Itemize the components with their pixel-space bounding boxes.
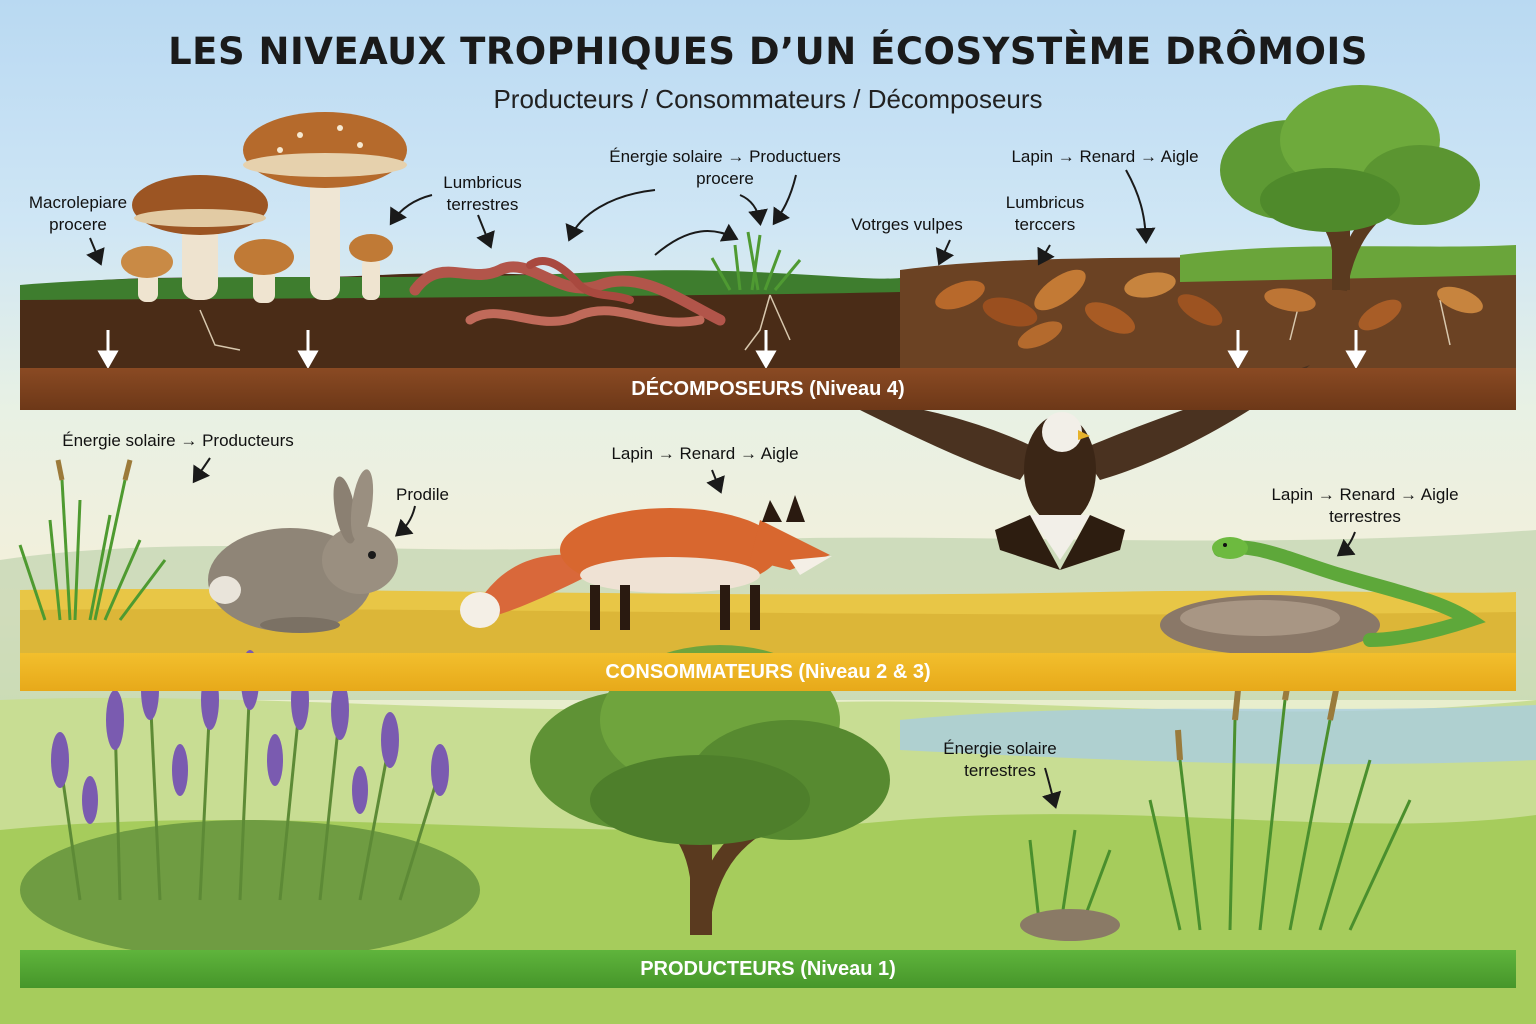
grass-clump-left xyxy=(18,459,167,621)
label-prodile: Prodile xyxy=(396,485,449,504)
label-vulpes: Votrges vulpes xyxy=(851,215,963,234)
tall-grass-right xyxy=(1028,669,1412,931)
mushrooms xyxy=(121,112,407,303)
diagram-title: LES NIVEAUX TROPHIQUES D’UN ÉCOSYSTÈME D… xyxy=(168,30,1368,73)
label-chain-consumers-1: Lapin → Renard → Aigle xyxy=(611,444,799,463)
decomposers-band: DÉCOMPOSEURS (Niveau 4) xyxy=(20,368,1516,410)
leaf-litter xyxy=(935,269,1483,349)
grass-tuft-soil xyxy=(710,231,802,291)
fox-illustration xyxy=(460,495,832,630)
down-arrows xyxy=(97,330,1367,370)
diagram-subtitle: Producteurs / Consommateurs / Décomposeu… xyxy=(493,84,1043,114)
rabbit-illustration xyxy=(208,469,398,633)
producers-band: PRODUCTEURS (Niveau 1) xyxy=(20,950,1516,988)
rock-bottom xyxy=(1020,909,1120,941)
label-energy-consumers: Énergie solaire → Producteurs xyxy=(62,431,294,450)
annotation-arrows xyxy=(86,169,1356,809)
lizard-on-rock xyxy=(1160,537,1486,655)
meadow-ground xyxy=(20,588,1516,653)
consumers-band: CONSOMMATEURS (Niveau 2 & 3) xyxy=(20,653,1516,691)
earthworms xyxy=(409,257,726,327)
label-chain-decomp: Lapin → Renard → Aigle xyxy=(1011,147,1199,166)
oak-tree-top xyxy=(1220,85,1480,292)
